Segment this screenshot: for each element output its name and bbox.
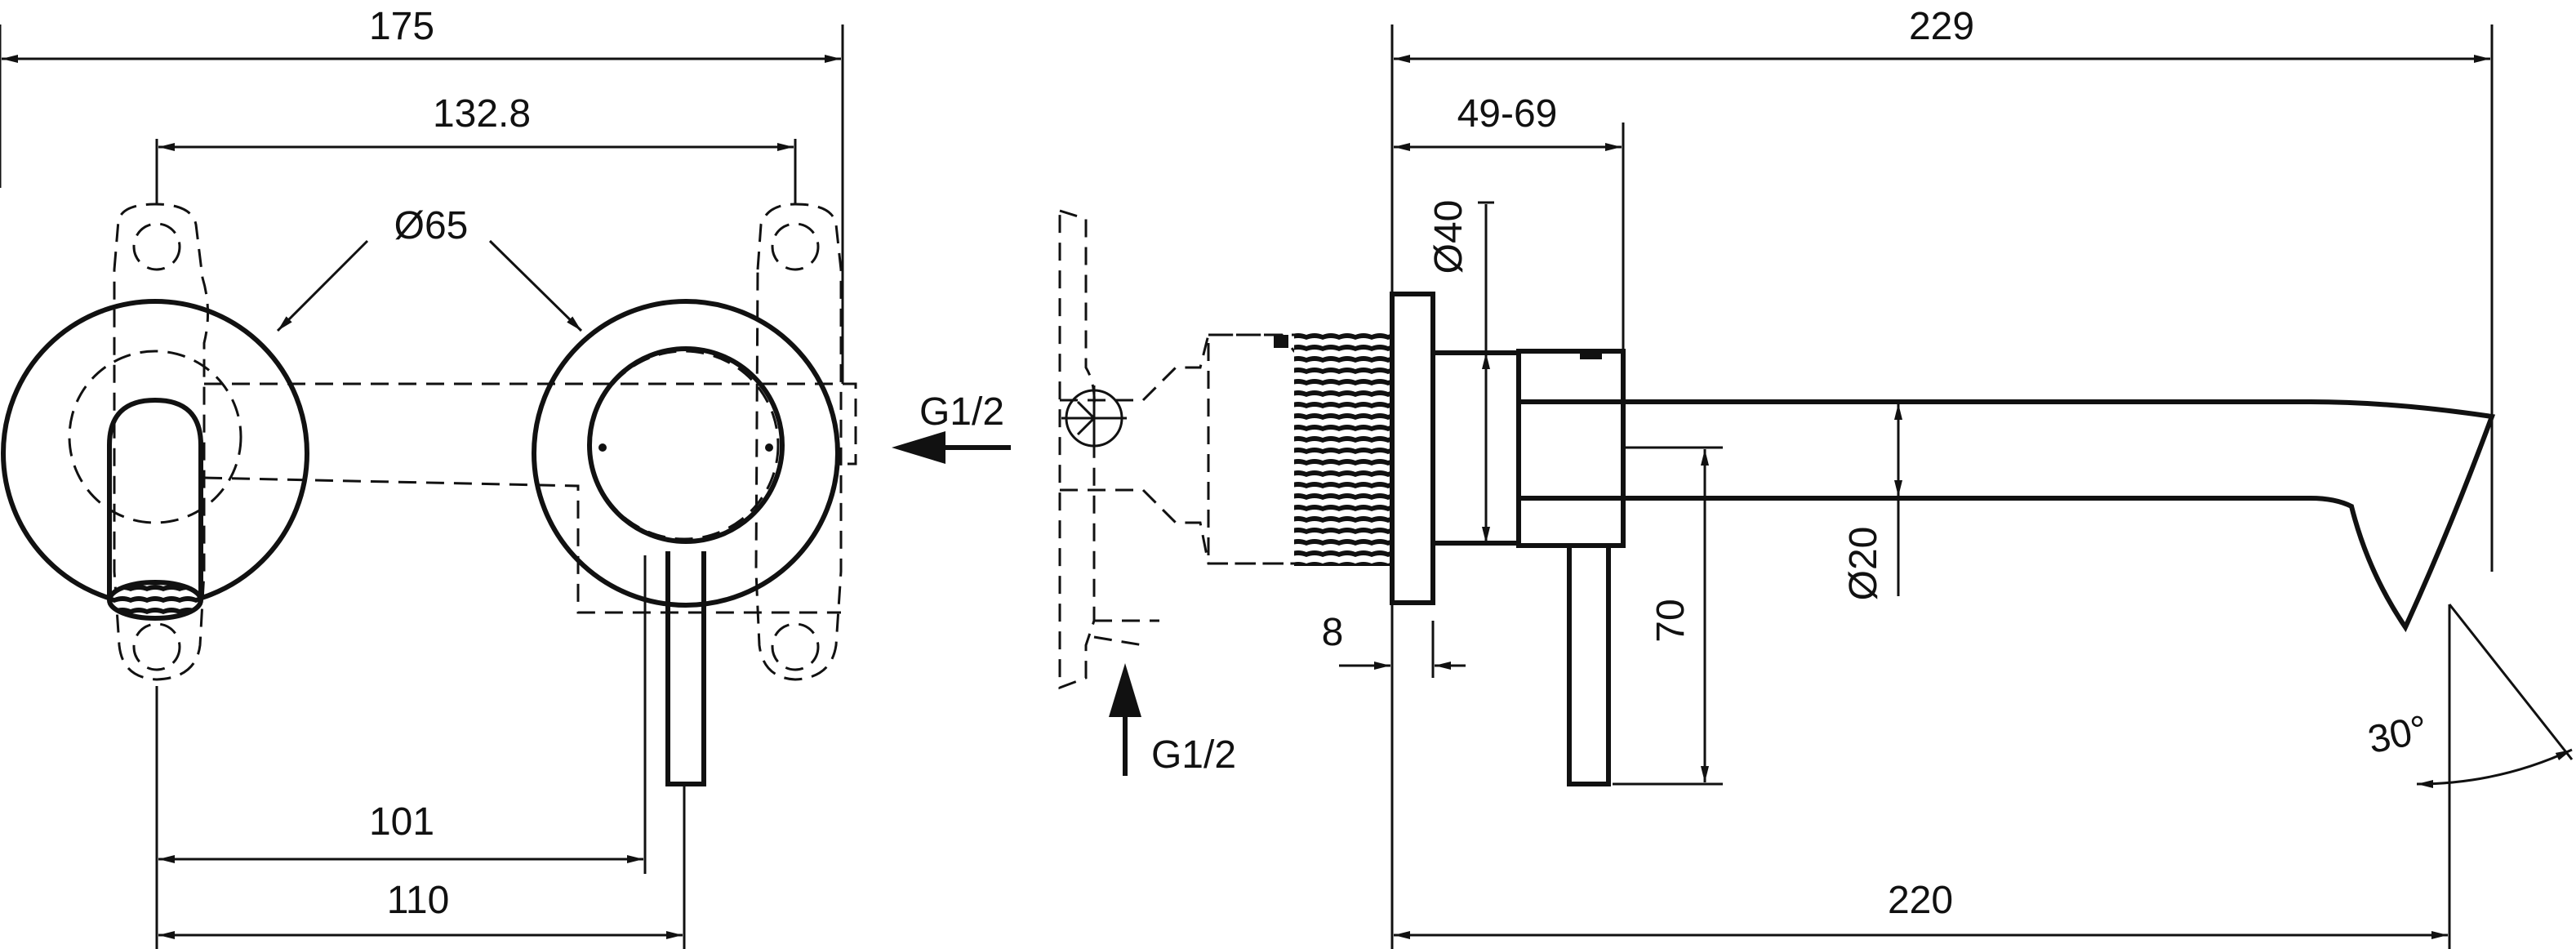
cap-screw-icon <box>598 443 607 452</box>
bottom-inlet-arrow-icon <box>1109 663 1141 717</box>
dimension-49-69-label: 49-69 <box>1457 92 1558 136</box>
hidden-valve-circle <box>68 350 242 524</box>
mixer-body <box>1516 349 1626 548</box>
hidden-valve-top <box>1060 333 1331 402</box>
hidden-mounting-hole <box>132 222 181 271</box>
hidden-valve-bottom <box>1060 488 1331 565</box>
mixer-cap <box>587 346 785 544</box>
hidden-valve-body <box>1207 333 1300 565</box>
spout-angle-label: 30° <box>2365 707 2431 762</box>
mixer-rosette <box>532 299 840 608</box>
handle-height-label: 70 <box>1649 599 1693 642</box>
hidden-mounting-hole <box>771 222 820 271</box>
rosette-diameter-label: Ø65 <box>394 204 469 247</box>
aerator-icon <box>107 580 203 621</box>
spout-outline-front <box>107 397 203 600</box>
front-view: 175 132.8 Ø65 G1/2 <box>0 5 1011 949</box>
thread-marker <box>1274 335 1288 348</box>
inlet-bottom-label: G1/2 <box>1151 733 1236 777</box>
rosette-leader-left <box>276 239 369 332</box>
hidden-wall-bracket <box>1058 208 1096 690</box>
spout-rosette <box>1 299 309 608</box>
inlet-arrow-icon <box>892 431 945 464</box>
dimension-229-label: 229 <box>1909 5 1974 48</box>
dimension-110-label: 110 <box>387 879 450 922</box>
hidden-bracket-left <box>113 203 209 681</box>
dimension-175-label: 175 <box>369 5 434 48</box>
mixer-lever-side <box>1567 546 1611 786</box>
thread-section <box>1294 333 1392 566</box>
rosette-leader-right <box>488 239 583 332</box>
body-diameter-label: Ø40 <box>1427 200 1470 274</box>
plate-thickness-label: 8 <box>1322 611 1344 654</box>
hidden-mounting-hole <box>771 622 820 671</box>
hidden-bracket-right <box>754 203 843 681</box>
dimension-101-label: 101 <box>369 800 434 844</box>
spout-diameter-label: Ø20 <box>1842 527 1885 601</box>
inlet-side-label: G1/2 <box>919 390 1004 434</box>
angle-reference-line <box>2448 604 2574 760</box>
spout-body <box>1433 350 1521 546</box>
wall-plate <box>1390 292 1435 605</box>
hidden-line <box>1093 635 1144 647</box>
mixer-lever <box>665 551 706 786</box>
spout-tube <box>1519 399 2496 633</box>
dimension-220-label: 220 <box>1888 879 1953 922</box>
inlet-chevron-icon <box>1076 400 1097 436</box>
angle-arc <box>2416 748 2573 788</box>
side-view: 229 49-69 Ø40 Ø20 8 70 220 30° <box>1322 5 2574 949</box>
hidden-body-top <box>204 382 857 466</box>
mounting-box-view: G1/2 <box>1058 208 1392 777</box>
body-notch <box>1580 351 1602 359</box>
cap-screw-icon <box>765 443 773 452</box>
hidden-mounting-hole <box>132 622 181 671</box>
dimension-132-8-label: 132.8 <box>433 92 531 136</box>
